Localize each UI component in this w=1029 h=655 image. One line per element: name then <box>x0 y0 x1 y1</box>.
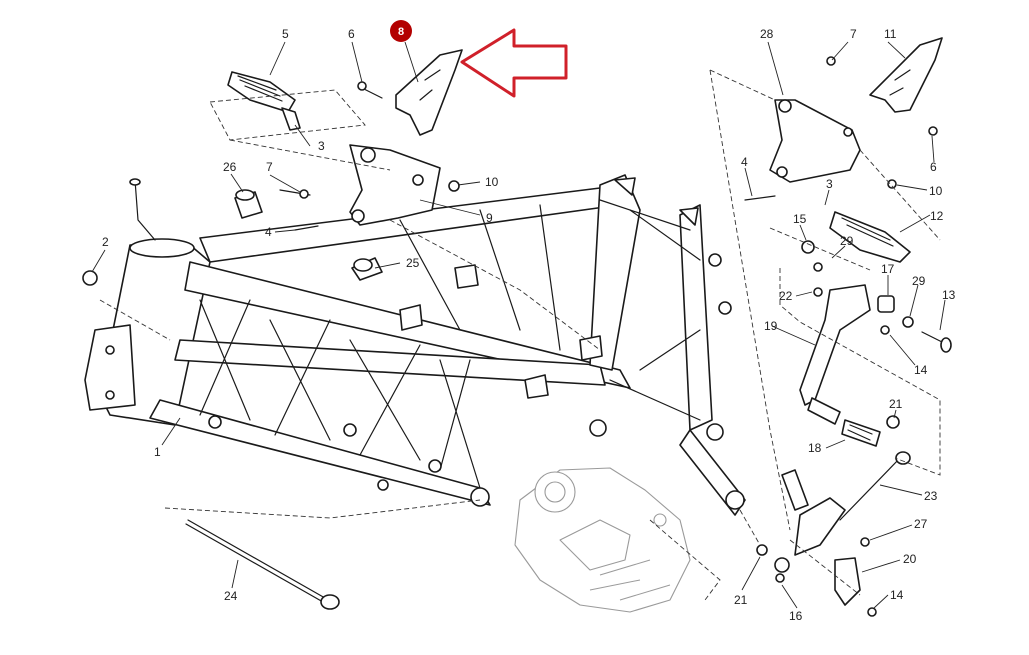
swingarm-pivot-bolt <box>185 519 340 610</box>
callout: 3 <box>826 177 833 191</box>
callout: 21 <box>734 593 748 607</box>
callout: 11 <box>884 27 897 41</box>
callout: 3 <box>318 139 325 153</box>
svg-text:8: 8 <box>398 26 404 38</box>
callout: 15 <box>793 212 807 226</box>
callout: 12 <box>930 209 944 223</box>
brake-pedal-assembly <box>756 284 952 617</box>
left-footpeg-assembly <box>82 49 463 286</box>
assembly-lines <box>99 69 941 601</box>
right-footpeg-assembly <box>744 37 943 297</box>
callout: 21 <box>889 397 903 411</box>
callout: 27 <box>914 517 928 531</box>
engine-outline <box>514 467 691 613</box>
callout: 22 <box>779 289 793 303</box>
trellis-frame <box>84 174 746 516</box>
callout: 5 <box>282 27 289 41</box>
callout: 29 <box>912 274 926 288</box>
callout: 19 <box>764 319 778 333</box>
callout: 25 <box>406 256 420 270</box>
callout: 7 <box>850 27 857 41</box>
callout: 10 <box>485 175 499 189</box>
callout: 10 <box>929 184 943 198</box>
highlight-arrow <box>460 28 568 98</box>
callout: 23 <box>924 489 938 503</box>
callout: 17 <box>881 262 895 276</box>
callout: 18 <box>808 441 822 455</box>
callout: 7 <box>266 160 273 174</box>
callout: 6 <box>930 160 937 174</box>
callout: 14 <box>914 363 928 377</box>
callout: 4 <box>265 225 272 239</box>
callout: 2 <box>102 235 109 249</box>
callout: 4 <box>741 155 748 169</box>
callout-labels: 5 6 8 3 26 7 10 9 4 25 2 1 24 28 7 11 4 … <box>102 27 956 623</box>
callout: 24 <box>224 589 238 603</box>
callout: 14 <box>890 588 904 602</box>
highlight-badge[interactable]: 8 <box>390 20 412 42</box>
callout: 13 <box>942 288 956 302</box>
callout: 1 <box>154 445 161 459</box>
callout: 20 <box>903 552 917 566</box>
callout: 16 <box>789 609 803 623</box>
leader-lines <box>91 41 946 609</box>
callout: 6 <box>348 27 355 41</box>
callout: 26 <box>223 160 237 174</box>
callout: 9 <box>486 211 493 225</box>
callout: 29 <box>840 234 854 248</box>
callout: 28 <box>760 27 774 41</box>
